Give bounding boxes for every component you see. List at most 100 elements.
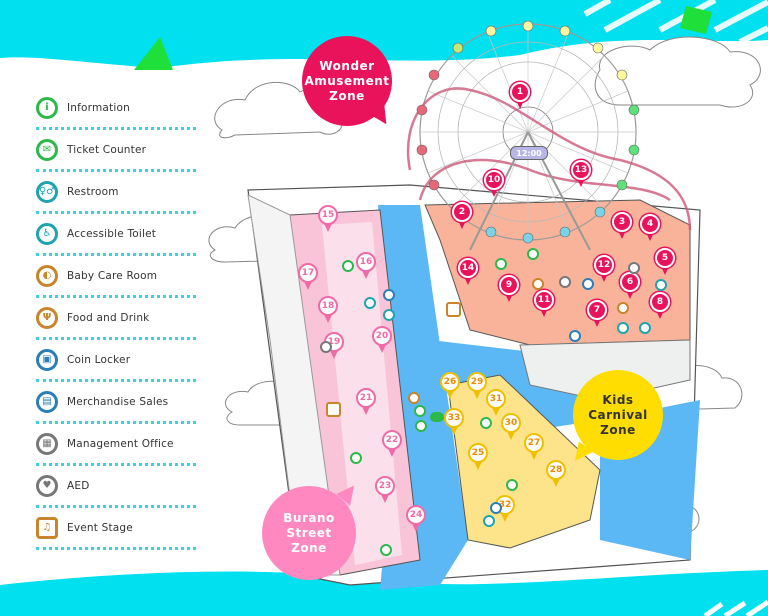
- zone-kids-label: Kids Carnival Zone: [588, 392, 648, 437]
- pin-number: 16: [356, 252, 376, 272]
- pin-number: 28: [546, 460, 566, 480]
- facility-marker-ticket-8[interactable]: [495, 258, 507, 270]
- attraction-pin-6[interactable]: 6: [620, 272, 640, 299]
- zone-wonder-amusement[interactable]: Wonder Amusement Zone: [302, 36, 392, 126]
- ticket-icon: ✉: [36, 138, 58, 161]
- attraction-pin-8[interactable]: 8: [650, 292, 670, 319]
- attraction-pin-24[interactable]: 24: [406, 505, 426, 532]
- restroom-icon: ♀♂: [36, 180, 58, 203]
- attraction-pin-28[interactable]: 28: [546, 460, 566, 487]
- attraction-pin-20[interactable]: 20: [372, 326, 392, 353]
- attraction-pin-14[interactable]: 14: [458, 258, 478, 285]
- legend-label: Ticket Counter: [67, 143, 147, 156]
- facility-marker-baby[interactable]: [617, 302, 629, 314]
- ferris-wheel-clock: 12:00: [510, 146, 548, 160]
- coin-locker-icon: ▣: [36, 348, 58, 371]
- attraction-pin-27[interactable]: 27: [524, 433, 544, 460]
- facility-marker-ticket-5[interactable]: [480, 417, 492, 429]
- legend-item-merchandise-sales: ▤Merchandise Sales: [36, 382, 196, 424]
- attraction-pin-5[interactable]: 5: [655, 248, 675, 275]
- pin-number: 2: [452, 202, 472, 222]
- attraction-pin-3[interactable]: 3: [612, 212, 632, 239]
- attraction-pin-4[interactable]: 4: [640, 214, 660, 241]
- attraction-pin-13[interactable]: 13: [571, 160, 591, 187]
- facility-marker-locker[interactable]: [383, 289, 395, 301]
- pin-number: 18: [318, 296, 338, 316]
- attraction-pin-9[interactable]: 9: [499, 275, 519, 302]
- attraction-pin-21[interactable]: 21: [356, 388, 376, 415]
- attraction-pin-18[interactable]: 18: [318, 296, 338, 323]
- attraction-pin-30[interactable]: 30: [501, 413, 521, 440]
- attraction-pin-12[interactable]: 12: [594, 255, 614, 282]
- facility-marker-merch[interactable]: [569, 330, 581, 342]
- pin-number: 10: [484, 170, 504, 190]
- legend-item-accessible-toilet: ♿Accessible Toilet: [36, 214, 196, 256]
- legend-label: AED: [67, 479, 90, 492]
- facility-marker-event-stage[interactable]: [446, 302, 461, 317]
- aed-heart-icon: ♥: [36, 474, 58, 497]
- facility-marker-restroom-2[interactable]: [483, 515, 495, 527]
- attraction-pin-1[interactable]: 1: [510, 82, 530, 109]
- pin-number: 26: [440, 372, 460, 392]
- facility-marker-event-stage-2[interactable]: [326, 402, 341, 417]
- pin-number: 8: [650, 292, 670, 312]
- baby-care-icon: ◐: [36, 264, 58, 287]
- legend-label: Information: [67, 101, 130, 114]
- facility-marker-ticket-7[interactable]: [527, 248, 539, 260]
- facility-marker-aed-2[interactable]: [559, 276, 571, 288]
- legend-item-management-office: ▦Management Office: [36, 424, 196, 466]
- wheelchair-icon: ♿: [36, 222, 58, 245]
- facility-marker-locker-2[interactable]: [490, 502, 502, 514]
- facility-marker-aed[interactable]: [320, 341, 332, 353]
- facility-marker-ticket[interactable]: [342, 260, 354, 272]
- facility-marker-accessible-2[interactable]: [617, 322, 629, 334]
- pin-number: 9: [499, 275, 519, 295]
- facility-marker-ticket-2[interactable]: [415, 420, 427, 432]
- zone-kids-carnival[interactable]: Kids Carnival Zone: [573, 370, 663, 460]
- pin-number: 11: [534, 290, 554, 310]
- attraction-pin-29[interactable]: 29: [467, 372, 487, 399]
- attraction-pin-11[interactable]: 11: [534, 290, 554, 317]
- facility-marker-food-2[interactable]: [532, 278, 544, 290]
- pin-number: 12: [594, 255, 614, 275]
- attraction-pin-16[interactable]: 16: [356, 252, 376, 279]
- attraction-pin-17[interactable]: 17: [298, 263, 318, 290]
- facility-marker-restroom[interactable]: [364, 297, 376, 309]
- attraction-pin-7[interactable]: 7: [587, 300, 607, 327]
- legend-item-baby-care-room: ◐Baby Care Room: [36, 256, 196, 298]
- food-drink-icon: Ψ: [36, 306, 58, 329]
- zone-wonder-label: Wonder Amusement Zone: [304, 58, 390, 103]
- attraction-pin-2[interactable]: 2: [452, 202, 472, 229]
- facility-marker-ticket-3[interactable]: [350, 452, 362, 464]
- zone-burano-street[interactable]: Burano Street Zone: [262, 486, 356, 580]
- legend-label: Event Stage: [67, 521, 133, 534]
- facility-marker-accessible[interactable]: [383, 309, 395, 321]
- legend-label: Food and Drink: [67, 311, 150, 324]
- attraction-pin-15[interactable]: 15: [318, 205, 338, 232]
- attraction-pin-10[interactable]: 10: [484, 170, 504, 197]
- attraction-pin-22[interactable]: 22: [382, 430, 402, 457]
- facility-marker-locker-3[interactable]: [582, 278, 594, 290]
- clock-time: 12:00: [516, 148, 542, 158]
- facility-marker-food[interactable]: [408, 392, 420, 404]
- pin-number: 23: [375, 476, 395, 496]
- attraction-pin-33[interactable]: 33: [444, 408, 464, 435]
- attraction-pin-26[interactable]: 26: [440, 372, 460, 399]
- attraction-pin-31[interactable]: 31: [486, 389, 506, 416]
- pin-number: 29: [467, 372, 487, 392]
- attraction-pin-25[interactable]: 25: [468, 443, 488, 470]
- pin-number: 6: [620, 272, 640, 292]
- legend-label: Management Office: [67, 437, 174, 450]
- facility-marker-office[interactable]: [628, 262, 640, 274]
- pin-number: 7: [587, 300, 607, 320]
- facility-marker-restroom-3[interactable]: [655, 279, 667, 291]
- pin-number: 25: [468, 443, 488, 463]
- facility-marker-restroom-4[interactable]: [639, 322, 651, 334]
- event-stage-icon: ♫: [36, 516, 58, 539]
- facility-marker-ticket-6[interactable]: [506, 479, 518, 491]
- facility-marker-ticket-4[interactable]: [380, 544, 392, 556]
- attraction-pin-23[interactable]: 23: [375, 476, 395, 503]
- facility-marker-info[interactable]: [414, 405, 426, 417]
